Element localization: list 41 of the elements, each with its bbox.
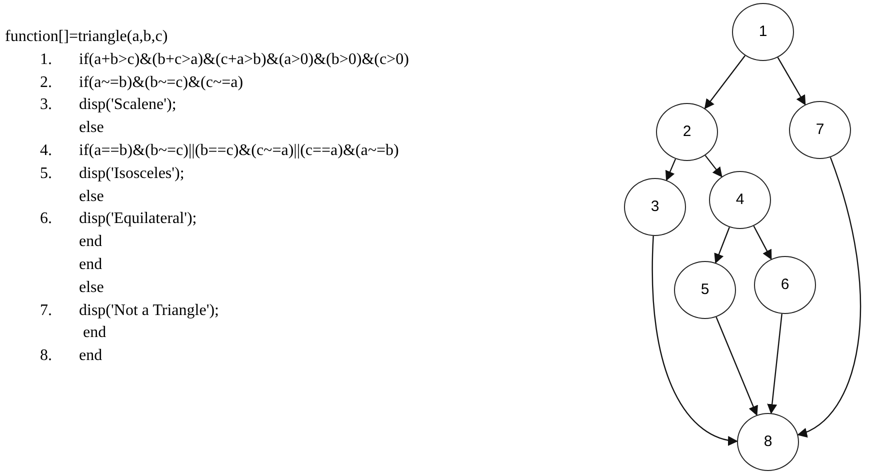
code-line: function[]=triangle(a,b,c) <box>5 27 168 47</box>
line-number: 3. <box>40 95 52 116</box>
arrow <box>714 227 730 264</box>
code-line: if(a+b>c)&(b+c>a)&(c+a>b)&(a>0)&(b>0)&(c>0) <box>79 50 409 70</box>
node-circle: 3 <box>624 178 686 236</box>
node-circle: 6 <box>754 256 816 314</box>
node-circle: 8 <box>737 413 799 471</box>
line-number: 5. <box>40 164 52 184</box>
line-number: 6. <box>40 209 52 230</box>
arrow <box>704 155 722 178</box>
code-line: end <box>79 232 102 252</box>
code-line: end <box>83 323 106 344</box>
node-circle: 2 <box>656 103 718 161</box>
line-number: 1. <box>40 50 52 70</box>
code-line: else <box>79 118 104 138</box>
code-line: else <box>79 186 104 207</box>
line-number: 2. <box>40 72 52 93</box>
arrow <box>716 316 758 416</box>
line-number: 4. <box>40 141 52 161</box>
code-line: disp('Isosceles'); <box>79 164 184 184</box>
arrow <box>704 55 746 110</box>
arrow <box>652 236 738 445</box>
arrow <box>753 226 772 260</box>
code-line: disp('Equilateral'); <box>79 209 197 230</box>
line-number: 8. <box>40 346 52 366</box>
code-line: else <box>79 278 104 298</box>
node-circle: 7 <box>789 101 851 159</box>
node-circle: 1 <box>732 3 794 61</box>
code-line: if(a==b)&(b~=c)||(b==c)&(c~=a)||(c==a)&(a~=b) <box>79 141 399 161</box>
arrow <box>797 157 861 436</box>
code-line: disp('Scalene'); <box>79 95 176 116</box>
code-line: end <box>79 346 102 366</box>
arrow <box>777 57 806 106</box>
arrow <box>665 158 676 181</box>
node-circle: 4 <box>709 171 771 229</box>
arrow <box>767 314 782 414</box>
line-number: 7. <box>40 300 52 321</box>
node-circle: 5 <box>674 261 736 319</box>
code-line: end <box>79 255 102 275</box>
code-line: disp('Not a Triangle'); <box>79 300 219 321</box>
code-line: if(a~=b)&(b~=c)&(c~=a) <box>79 72 244 93</box>
